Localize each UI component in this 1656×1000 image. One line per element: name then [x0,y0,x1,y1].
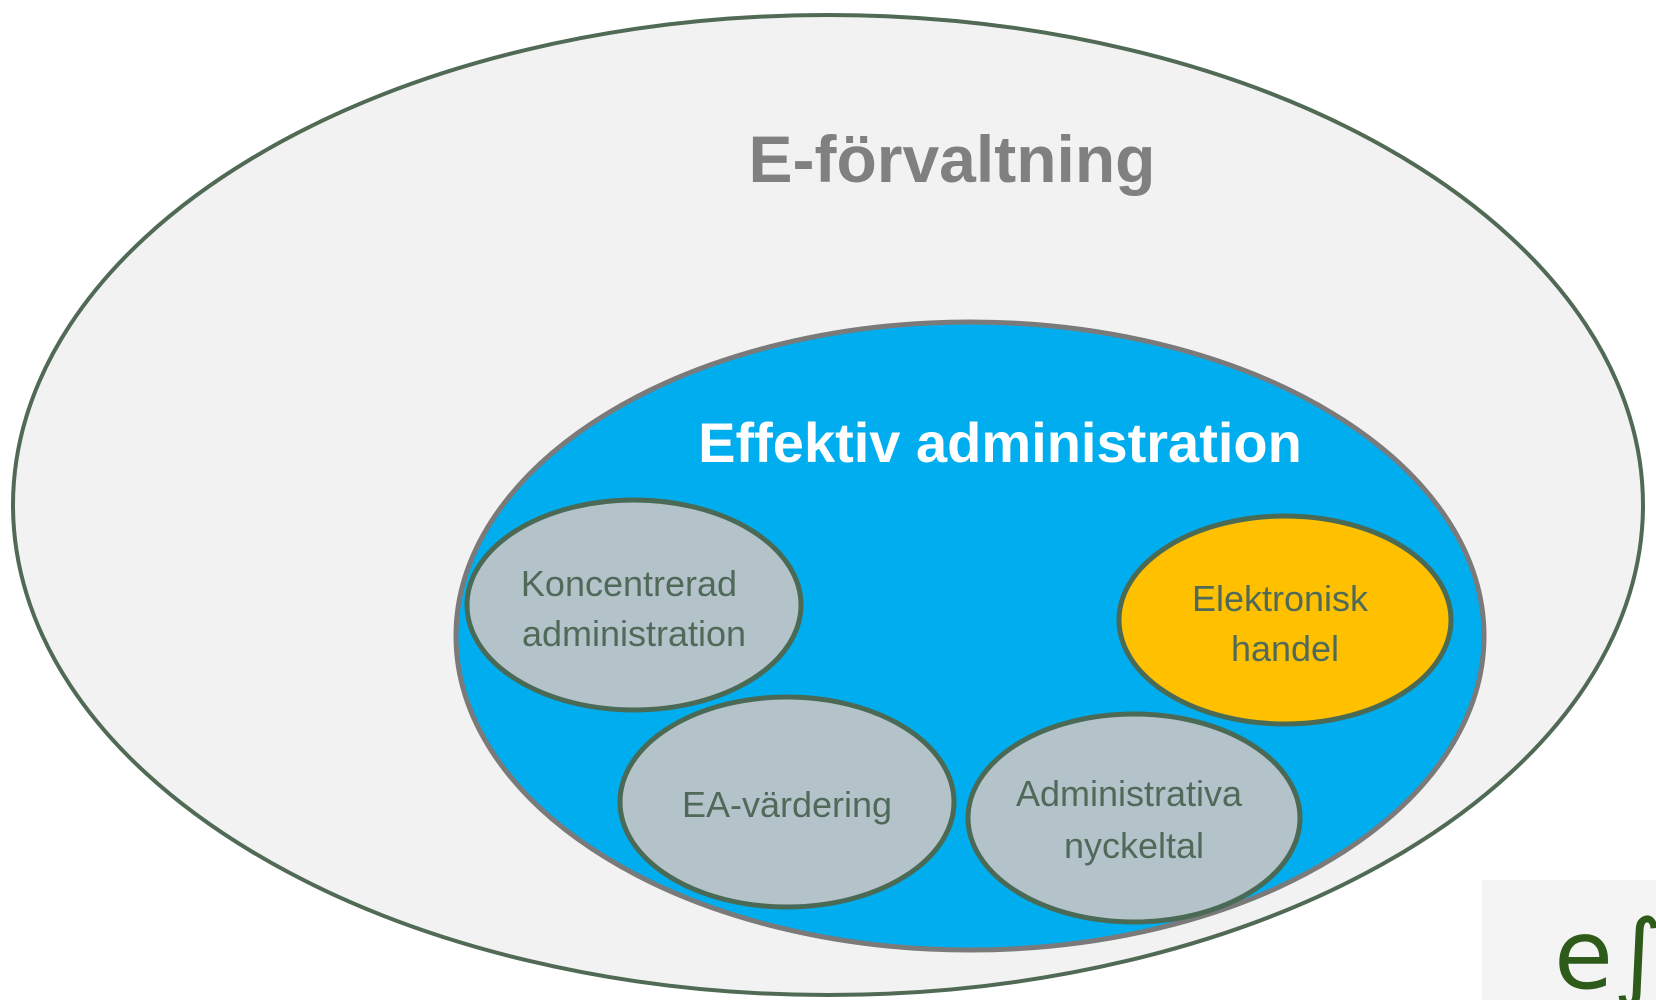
logo-mark: e∫ [1554,899,1656,1000]
node-ea-vardering: EA-värdering [617,694,957,910]
outer-title: E-förvaltning [749,122,1156,196]
node-ellipse [617,694,957,910]
logo-text: e∫ [1554,899,1656,1000]
node-elektronisk-handel: Elektronisk handel [1116,513,1454,727]
node-label: Elektronisk handel [1192,578,1378,669]
node-label-line: Elektronisk [1192,578,1369,619]
node-ellipse-highlight [1116,513,1454,727]
node-label: Koncentrerad administration [521,563,747,654]
node-label-line: handel [1231,628,1339,669]
node-label-line: administration [522,613,746,654]
logo: e∫ [1482,880,1656,1000]
node-label-line: nyckeltal [1064,825,1204,866]
node-ellipse [464,497,804,713]
node-administrativa-nyckeltal: Administrativa nyckeltal [965,711,1303,925]
node-ellipse [965,711,1303,925]
node-label-line: Koncentrerad [521,563,737,604]
inner-title: Effektiv administration [698,411,1302,474]
node-label: EA-värdering [682,784,892,825]
node-koncentrerad-administration: Koncentrerad administration [464,497,804,713]
node-label-line: Administrativa [1016,773,1243,814]
node-label: Administrativa nyckeltal [1016,773,1252,866]
